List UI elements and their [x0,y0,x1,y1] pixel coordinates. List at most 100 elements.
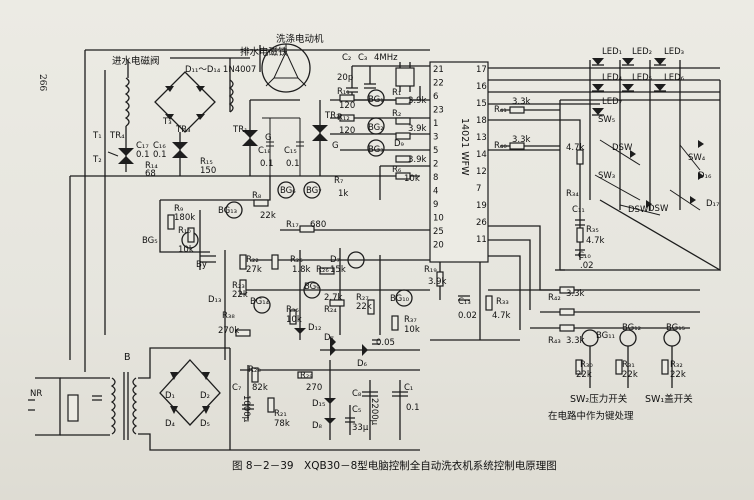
c10-value: .02 [580,261,594,271]
c18-label: C₁₈ [258,146,271,156]
led-1: LED₁ [592,47,622,66]
r34-value: 4.7k [566,143,585,153]
ic-pin-left: 25 [433,227,444,237]
c8-value: 2200μ [369,398,379,426]
r22-label: R₂₂ [246,255,259,265]
r26-label: R₂₆ [316,265,329,275]
ic-pin-left: 20 [433,241,444,251]
wash-motor [261,43,311,93]
c5-label: C₅ [352,405,361,415]
dsw-2: DSW [628,205,649,215]
drain-valve-label: 排水电磁铁 [240,46,288,58]
r37-value: 10k [404,325,420,335]
r1-label: R₁ [392,88,401,98]
dsw-1: DSW [612,143,633,153]
c3-label: C₃ [358,53,367,63]
bottom-right-switches [488,286,700,388]
ic-label: 14021 WFW [459,118,470,176]
r7-value: 1k [338,189,348,199]
r19-label: R₁₉ [424,265,437,275]
bg14-label: BG₁₄ [250,297,270,307]
led-label: LED₇ [602,97,623,107]
c11-label: C₁₁ [572,205,585,215]
c5-value2: 33μ [352,423,369,433]
r6-value: 10k [404,174,420,184]
fuse-label: NR [30,389,42,399]
r29-value: 270 [306,383,322,393]
ic-pin-right: 14 [476,150,487,160]
r35-value: 4.7k [586,236,605,246]
r14-value: 68 [145,169,156,179]
led-7: LED₇ [592,97,623,116]
ic-pin-left: 22 [433,79,444,89]
r26-value: 15k [330,265,346,275]
r28-value: 82k [252,383,268,393]
r8-value: 22k [260,211,276,221]
led-label: LED₃ [664,47,684,57]
ic-pin-left: 5 [433,146,438,156]
r9-label: R₉ [174,204,184,214]
ic-pin-left: 9 [433,200,438,210]
crystal-label: 4MHz [374,53,398,63]
r2-label: R₂ [392,109,401,119]
ic-pin-left: 3 [433,133,438,143]
r38-label: R₃₈ [222,311,235,321]
bg1b-label: BG₆ [280,186,296,196]
t2-label: T₂ [92,155,102,165]
d8-label: D₈ [312,421,323,431]
bridge-rectifier-top [154,71,234,133]
r32-label: R₃₂ [670,360,683,370]
ic-pin-right: 17 [476,65,487,75]
r31-value: 22k [622,370,638,380]
c16-value: 0.1 [153,150,167,160]
tr2-label: TR₂ [324,111,340,121]
r43-value: 3.3k [566,336,585,346]
motor-label: 洗涤电动机 [276,33,324,45]
r9-value: 180k [174,213,195,223]
lid-switch-label: SW₁盖开关 [645,393,693,405]
ic-pin-right: 13 [476,133,487,143]
d16-label: D₁₆ [698,171,712,181]
bg-sw-label: BG₁₁ [596,331,615,341]
r21-label: R₂₁ [274,409,287,419]
r24-value: 2.7k [324,293,343,303]
ic-pin-right: 15 [476,99,487,109]
g-label-1: G [265,133,272,143]
bg2b-label: BG₇ [306,186,322,196]
power-supply [28,344,420,451]
r24-label: R₂₄ [324,305,337,315]
ic-pin-left: 6 [433,92,438,102]
bg9-label: BG₉ [304,282,320,292]
r2-value: 3.9k [408,124,427,134]
r14-label: R₁₄ [145,161,158,171]
r13-label: R₁₁ [337,87,350,97]
led-4: LED₄ [592,73,623,92]
r40-value: 3.3k [512,135,531,145]
ic-pin-right: 18 [476,116,487,126]
triacs-tr1-tr2 [242,100,328,176]
r7-label: R₇ [334,176,344,186]
d9-label: D₉ [394,139,405,149]
r36-value: 10k [286,315,302,325]
d7-label: D₇ [330,255,341,265]
r36-label: R₃₆ [286,305,299,315]
r15-value: 150 [200,166,216,176]
c10-label: C₁₀ [578,251,591,261]
ic-pin-right: 19 [476,201,487,211]
r42-value: 3.3k [566,289,585,299]
d17-label: D₁₇ [706,199,720,209]
c17-value: 0.1 [136,150,150,160]
r3-value: 3.9k [408,155,427,165]
led-5: LED₅ [622,73,652,92]
c1-label: C₁ [404,383,413,393]
r14b-label: R₁₂ [337,113,350,123]
sw5-label: SW₅ [598,115,615,125]
c2-value: 20p [337,73,353,83]
led-label: LED₁ [602,47,622,57]
r31-label: R₃₁ [622,360,635,370]
c15-value: 0.1 [286,159,300,169]
inlet-valve-label: 进水电磁阀 [112,55,160,67]
d5-label: D₅ [200,419,210,429]
